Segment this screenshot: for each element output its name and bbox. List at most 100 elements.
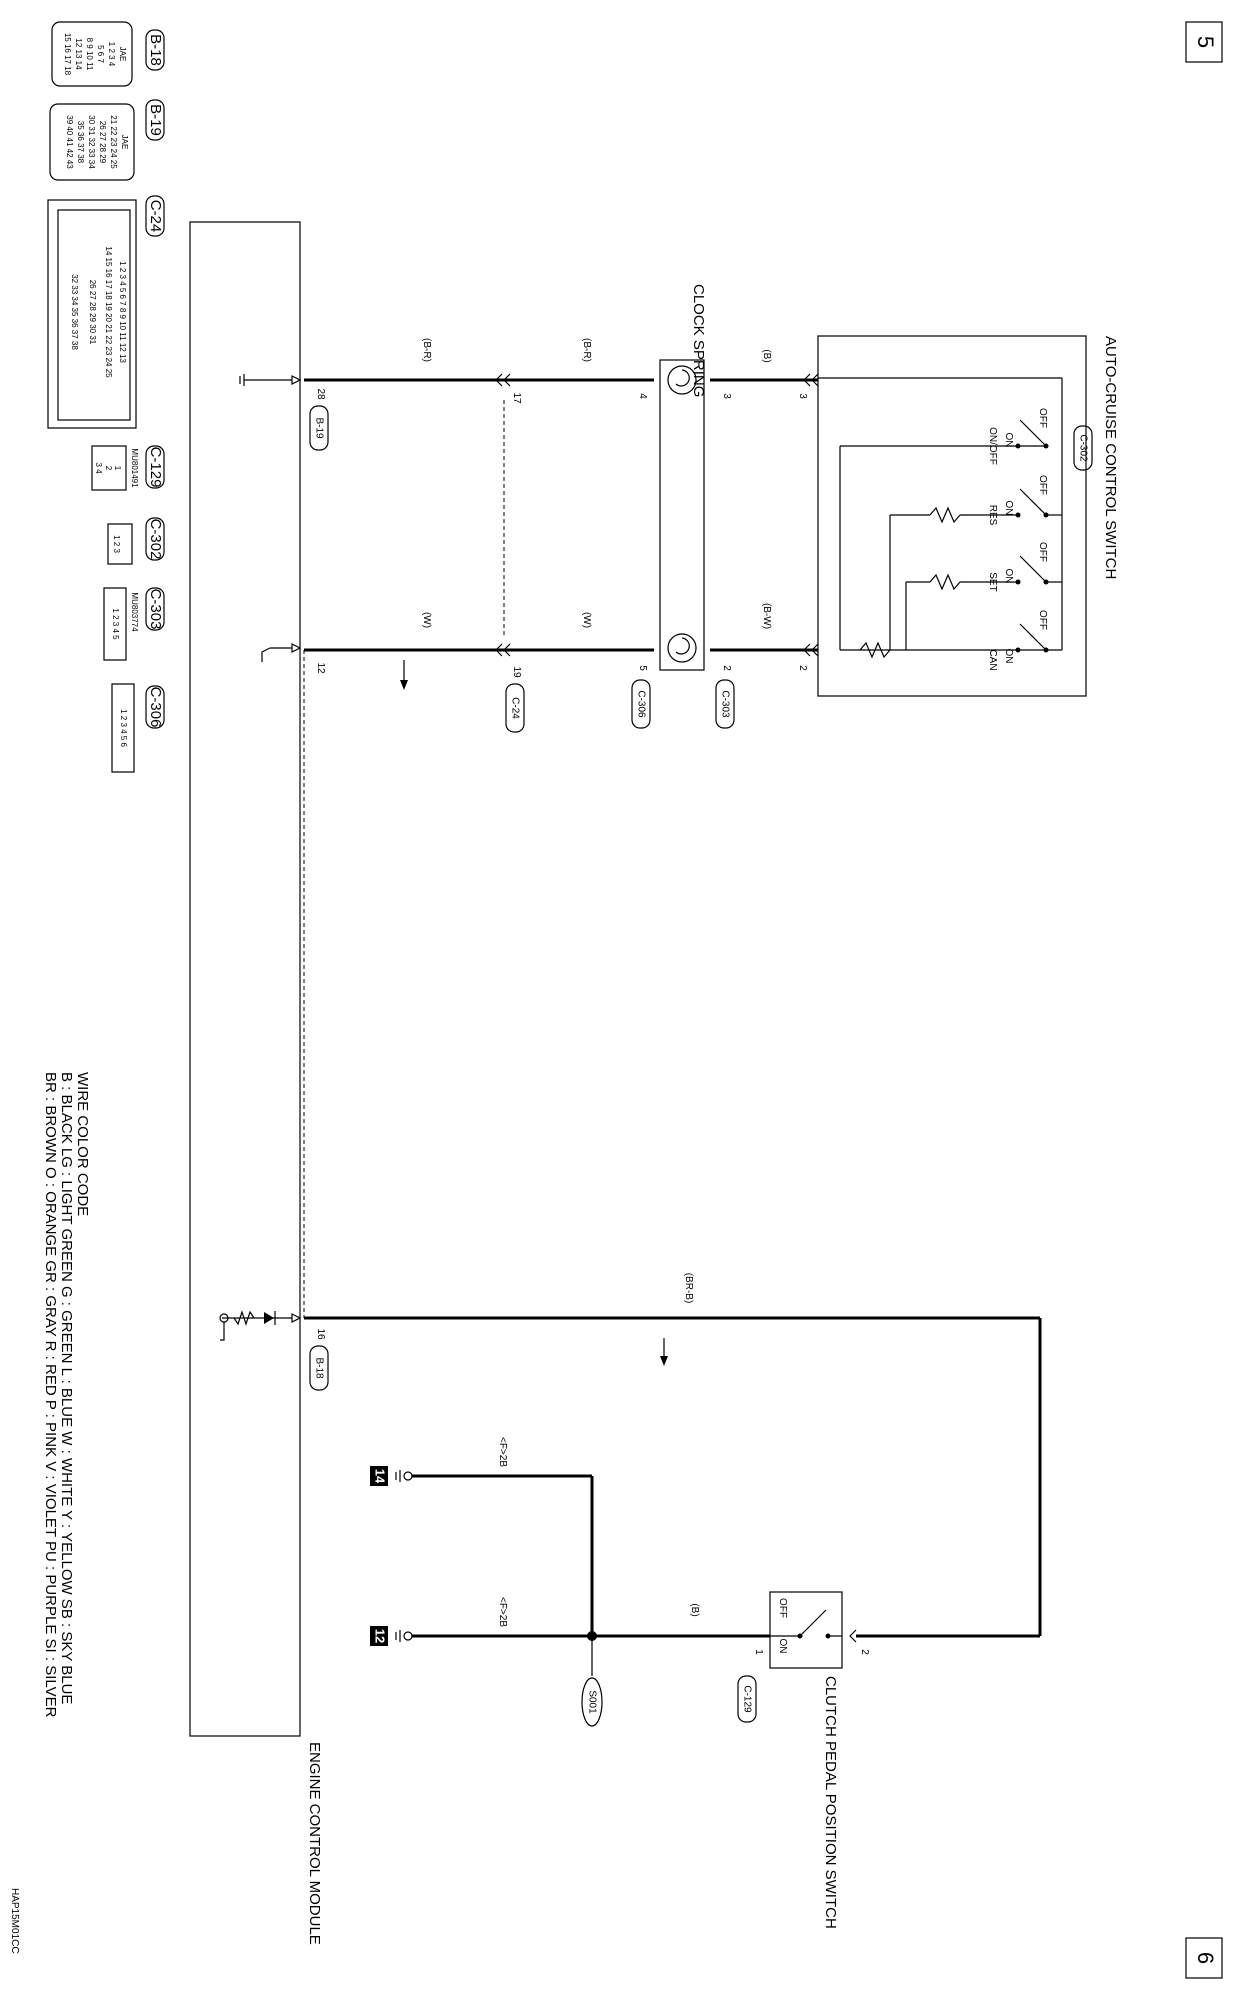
- svg-text:WIRE COLOR CODE: WIRE COLOR CODE: [74, 1072, 91, 1216]
- connector-view-c24: C-24 1 2 3 4 5 6 7 8 9 10 11 12 13 14 15…: [47, 195, 165, 429]
- svg-text:ON: ON: [1003, 649, 1014, 664]
- ground-point-12: 12: [370, 1626, 413, 1646]
- svg-text:26 27 28 29 30 31: 26 27 28 29 30 31: [88, 280, 97, 345]
- switch-onoff: OFF ON ON/OFF: [987, 408, 1049, 465]
- svg-text:14 15 16 17 18 19 20 21 22 23: 14 15 16 17 18 19 20 21 22 23 24 25: [104, 246, 113, 378]
- svg-text:B : BLACK LG : LIGHT GREEN: B : BLACK LG : LIGHT GREEN G : GREEN L :…: [58, 1072, 75, 1704]
- svg-text:ON: ON: [1003, 569, 1014, 584]
- engine-control-module: ENGINE CONTROL MODULE: [189, 221, 323, 1945]
- svg-text:3 4: 3 4: [94, 462, 103, 474]
- svg-text:1: 1: [753, 1649, 764, 1655]
- svg-text:ON: ON: [777, 1639, 788, 1654]
- svg-text:CAN: CAN: [987, 649, 998, 670]
- svg-text:17: 17: [511, 392, 522, 404]
- svg-text:B-18: B-18: [313, 1357, 324, 1379]
- ecm-ground-symbol-a: [239, 374, 302, 386]
- connector-view-c129: C-129 MU801491 1 2 3 4: [91, 445, 165, 491]
- svg-text:MU803774: MU803774: [130, 592, 139, 632]
- switch-set: OFF ON SET: [987, 542, 1062, 592]
- svg-text:4: 4: [637, 393, 648, 399]
- circuit-b: (B-W) (W) (W) 2 2 5 19 12 C-303 C-306 C-…: [304, 603, 819, 733]
- svg-text:MU801491: MU801491: [130, 448, 139, 488]
- svg-text:2: 2: [104, 466, 113, 471]
- connector-view-c306: C-306 1 2 3 4 5 6: [111, 683, 165, 773]
- connector-view-c302: C-302 1 2 3: [107, 517, 165, 565]
- svg-text:C-24: C-24: [147, 200, 164, 233]
- svg-text:SET: SET: [987, 572, 998, 591]
- svg-text:16: 16: [315, 1328, 326, 1340]
- svg-text:C-303: C-303: [719, 690, 730, 718]
- svg-text:B-18: B-18: [147, 34, 164, 66]
- connector-c303-tag: C-303: [715, 679, 735, 729]
- circuit-c: (BR-B) 16 B-18: [303, 650, 1042, 1638]
- svg-text:35 36 37 38: 35 36 37 38: [76, 121, 85, 164]
- figure-code: HAP15M01CC: [9, 1888, 20, 1954]
- svg-text:19: 19: [511, 666, 522, 678]
- svg-text:1 2 3: 1 2 3: [112, 535, 121, 553]
- ecm-supply-symbol-b: [261, 643, 302, 662]
- svg-text:CLUTCH PEDAL POSITION SWITCH: CLUTCH PEDAL POSITION SWITCH: [822, 1676, 839, 1929]
- svg-text:6: 6: [1193, 1952, 1218, 1964]
- svg-text:AUTO-CRUISE CONTROL SWITCH: AUTO-CRUISE CONTROL SWITCH: [1102, 336, 1119, 579]
- svg-text:C-302: C-302: [147, 519, 164, 560]
- svg-text:1 2 3 4 5: 1 2 3 4 5: [111, 608, 120, 640]
- svg-text:OFF: OFF: [777, 1598, 788, 1618]
- connector-view-b18: B-18 JAE 1 2 3 4 5 6 7 8 9 10 11 12 13 1…: [51, 21, 165, 87]
- svg-text:(B): (B): [761, 349, 772, 362]
- svg-text:<F>2B: <F>2B: [497, 1597, 508, 1627]
- svg-text:B-19: B-19: [313, 417, 324, 439]
- connector-c306-tag: C-306: [631, 679, 651, 729]
- svg-text:OFF: OFF: [1037, 542, 1048, 562]
- svg-text:32 33 34 35 36 37 38: 32 33 34 35 36 37 38: [70, 274, 79, 350]
- svg-text:ON: ON: [1003, 433, 1014, 448]
- circuit-a: (B) (B-R) (B-R) 3 3 4 17 28 B-19: [304, 338, 819, 636]
- ecm-connector-b19-tag: B-19: [309, 405, 329, 451]
- svg-text:ON/OFF: ON/OFF: [987, 427, 998, 465]
- svg-text:5: 5: [637, 665, 648, 671]
- svg-text:JAE: JAE: [118, 47, 127, 62]
- svg-text:2: 2: [859, 1649, 870, 1655]
- svg-text:15 16 17 18: 15 16 17 18: [63, 33, 72, 76]
- svg-text:5: 5: [1193, 36, 1218, 48]
- svg-text:B-19: B-19: [147, 104, 164, 136]
- ecm-diode-symbol-c: [219, 1310, 302, 1341]
- svg-text:30 31 32 33 34: 30 31 32 33 34: [87, 115, 96, 169]
- svg-text:1 2 3 4: 1 2 3 4: [107, 42, 116, 67]
- wire-color-code-legend: WIRE COLOR CODE B : BLACK LG : LIGHT GRE…: [42, 1072, 91, 1718]
- svg-text:C-303: C-303: [147, 589, 164, 630]
- switch-connector-label: C-302: [1073, 425, 1093, 471]
- svg-text:1 2 3 4 5 6: 1 2 3 4 5 6: [119, 709, 128, 747]
- svg-text:ON: ON: [1003, 501, 1014, 516]
- svg-text:(W): (W): [581, 612, 592, 628]
- svg-text:JAE: JAE: [120, 135, 129, 150]
- svg-text:CLOCK SPRING: CLOCK SPRING: [690, 284, 707, 397]
- page-marker-bottom: 6: [1185, 1937, 1223, 1979]
- svg-text:(B): (B): [689, 1603, 700, 1616]
- svg-text:ENGINE CONTROL MODULE: ENGINE CONTROL MODULE: [306, 1742, 323, 1945]
- svg-text:S001: S001: [586, 1690, 597, 1714]
- svg-text:1: 1: [113, 466, 122, 471]
- svg-text:14: 14: [373, 1469, 388, 1484]
- svg-text:8 9 10 11: 8 9 10 11: [85, 38, 94, 71]
- clutch-pedal-position-switch: OFF ON 2 1 CLUTCH PEDAL POSITION SWITCH …: [737, 1591, 870, 1929]
- svg-text:BR : BROWN O : ORANGE GR :: BR : BROWN O : ORANGE GR : GRAY R : RED …: [42, 1072, 59, 1718]
- switch-res: OFF ON RES: [987, 475, 1062, 526]
- clutch-connector-label: C-129: [737, 1675, 757, 1723]
- svg-text:C-24: C-24: [509, 697, 520, 719]
- page-marker-top: 5: [1185, 21, 1223, 63]
- clock-spring: CLOCK SPRING: [659, 284, 707, 671]
- svg-text:(W): (W): [421, 612, 432, 628]
- svg-text:OFF: OFF: [1037, 475, 1048, 495]
- svg-text:21 22 23 24 25: 21 22 23 24 25: [109, 115, 118, 169]
- splice-s001: S001: [581, 1677, 603, 1727]
- svg-text:28: 28: [315, 388, 326, 400]
- connector-view-c303: C-303 MU803774 1 2 3 4 5: [103, 587, 165, 661]
- ecm-connector-b18-tag: B-18: [309, 1345, 329, 1391]
- svg-text:C-129: C-129: [147, 447, 164, 488]
- svg-text:C-306: C-306: [147, 687, 164, 728]
- svg-text:C-129: C-129: [741, 1685, 752, 1713]
- svg-text:C-306: C-306: [635, 690, 646, 718]
- svg-text:2: 2: [797, 665, 808, 671]
- connector-view-b19: B-19 JAE 21 22 23 24 25 26 27 28 29 30 3…: [49, 99, 165, 181]
- svg-text:<F>2B: <F>2B: [497, 1437, 508, 1467]
